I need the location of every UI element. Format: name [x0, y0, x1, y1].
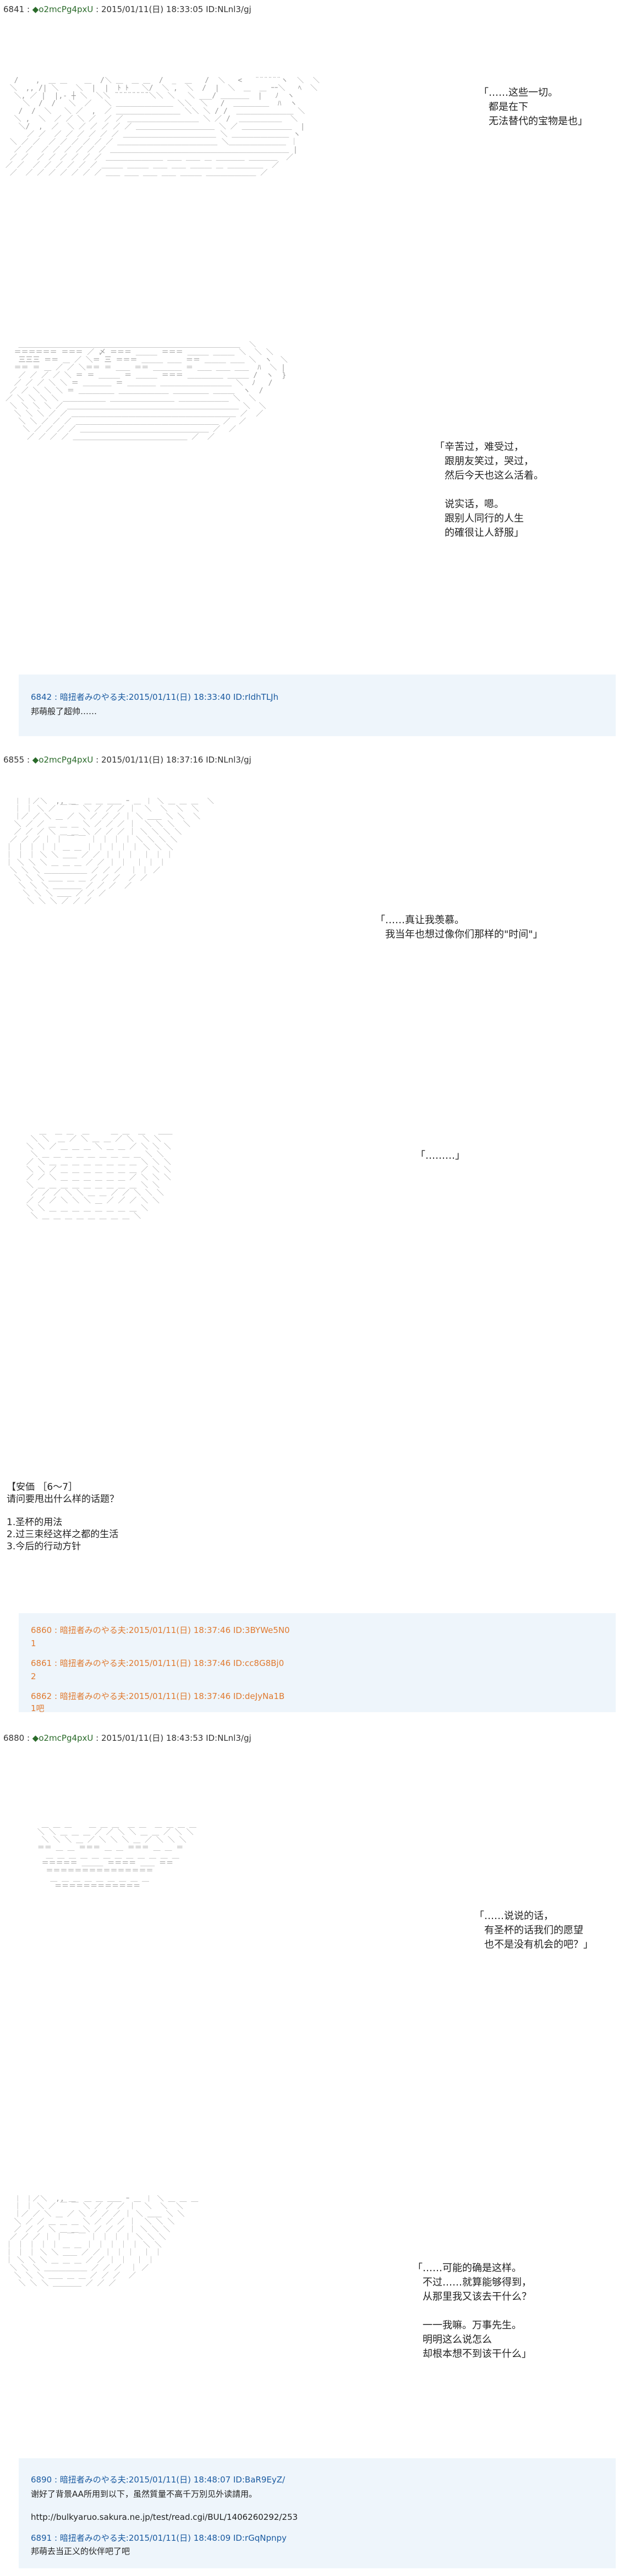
reply-line: 6842 : 暗扭者みのやる夫:2015/01/11(日) 18:33:40 I… — [31, 692, 278, 702]
reply-line: 6862 : 暗扭者みのやる夫:2015/01/11(日) 18:37:46 I… — [31, 1691, 285, 1701]
speech-text: 「………」 — [415, 1150, 465, 1161]
ascii-art: ＿ ＿ ＿ ＿ ＿ ＿ ＿ ＿＿ ＼ ＼ ＿ ／ ＼ ＿ ＿ ／ ＼ ＼ ＼ ＼… — [26, 1128, 173, 1220]
post-number: 6880 — [3, 1733, 25, 1743]
ascii-art: ｜ ｜／＼ ,, ＿ ＿ ＿ ＿＿ ｰ ＿ ｜ ＼ ＿ ＿ ＿ ＼ ｜ ｜ ＼ … — [6, 798, 214, 906]
ascii-art: ＿ ＿ ＿ ＿ ＿ ＿ ＿ ＿ ＿ ＿ ＿ ＿ ＼ ＼ ＿ ＿ ＿ ／ ／ ＼ … — [37, 1821, 196, 1890]
post-date: 2015/01/11(日) 18:33:05 — [101, 4, 204, 14]
speech-text: 「辛苦过，难受过， 跟朋友笑过，哭过， 然后今天也这么活着。 说实话，嗯。 跟别… — [435, 441, 544, 539]
poster-name: ◆o2mcPg4pxU — [32, 755, 94, 765]
reply-box: 6890 : 暗扭者みのやる夫:2015/01/11(日) 18:48:07 I… — [19, 2458, 616, 2568]
reply-line: 2 — [31, 1671, 36, 1681]
reply-line: 6890 : 暗扭者みのやる夫:2015/01/11(日) 18:48:07 I… — [31, 2475, 286, 2485]
post-header: 6841 : ◆o2mcPg4pxU : 2015/01/11(日) 18:33… — [3, 4, 251, 14]
poster-name: ◆o2mcPg4pxU — [32, 1733, 94, 1743]
reply-line: 邦萌去当正义的伙伴吧了吧 — [31, 2546, 130, 2556]
post-header: 6880 : ◆o2mcPg4pxU : 2015/01/11(日) 18:43… — [3, 1733, 251, 1743]
speech-text: 「……可能的确是这样。 不过……就算能够得到， 从那里我又该去干什么？ 一一我嘛… — [413, 2262, 532, 2360]
reply-line: 谢好了背景AA所用到以下，虽然質量不高千万別见外读請用。 — [31, 2489, 257, 2499]
speech-text: 「……真让我羡慕。 我当年也想过像你们那样的"时间"」 — [375, 914, 543, 940]
post-date: 2015/01/11(日) 18:43:53 — [101, 1733, 204, 1743]
reply-line: 6891 : 暗扭者みのやる夫:2015/01/11(日) 18:48:09 I… — [31, 2533, 287, 2543]
reply-line: 1吧 — [31, 1703, 45, 1713]
poster-name: ◆o2mcPg4pxU — [32, 4, 94, 14]
speech-text: 「……说说的话， 有圣杯的话我们的愿望 也不是没有机会的吧？」 — [474, 1910, 593, 1950]
reply-line: 6860 : 暗扭者みのやる夫:2015/01/11(日) 18:37:46 I… — [31, 1625, 290, 1635]
ascii-art: / , ＿ ＿ ＿ /＼ ＿ ＿ ＿ / _ ＿ / ＼ < ¨¨¨¨¨¨ヽ ＼… — [6, 77, 320, 177]
reply-line: 6861 : 暗扭者みのやる夫:2015/01/11(日) 18:37:46 I… — [31, 1658, 284, 1668]
post-date: 2015/01/11(日) 18:37:16 — [101, 755, 204, 765]
speech-text: 「……这些一切。 都是在下 无法替代的宝物是也」 — [479, 87, 588, 127]
post-id: ID:NLnl3/gj — [206, 755, 251, 765]
reply-line: 邦萌般了超帅…… — [31, 706, 97, 716]
post-number: 6841 — [3, 4, 25, 14]
poll-options: 1.圣杯的用法 2.过三束经这样之都的生活 3.今后的行动方针 — [7, 1517, 119, 1552]
post-header: 6855 : ◆o2mcPg4pxU : 2015/01/11(日) 18:37… — [3, 755, 251, 765]
reply-box: 6860 : 暗扭者みのやる夫:2015/01/11(日) 18:37:46 I… — [19, 1613, 616, 1713]
post-id: ID:NLnl3/gj — [206, 4, 251, 14]
ascii-art: ＿＿＿＿＿＿＿＿＿＿＿＿＿＿＿＿＿＿＿＿＿＿＿＿＿＿＿＿＿＿＿ ＼ ＝＝＝＝＝＝… — [6, 341, 288, 441]
post-id: ID:NLnl3/gj — [206, 1733, 251, 1743]
poll-prompt: 【安価 ［6～7］ 请问要甩出什么样的话题？ — [7, 1482, 119, 1505]
reply-line: 1 — [31, 1638, 36, 1648]
post-number: 6855 — [3, 755, 25, 765]
reply-box: 6842 : 暗扭者みのやる夫:2015/01/11(日) 18:33:40 I… — [19, 675, 616, 736]
reply-line: http://bulkyaruo.sakura.ne.jp/test/read.… — [31, 2512, 298, 2522]
ascii-art: ｜ ｜／＼ ,, ＿ ＿ ＿ ＿＿ ｰ ＿ ｜ ＼ ＿ ＿ ＿ ｜ ｜ ＼ ／ … — [6, 2195, 199, 2288]
